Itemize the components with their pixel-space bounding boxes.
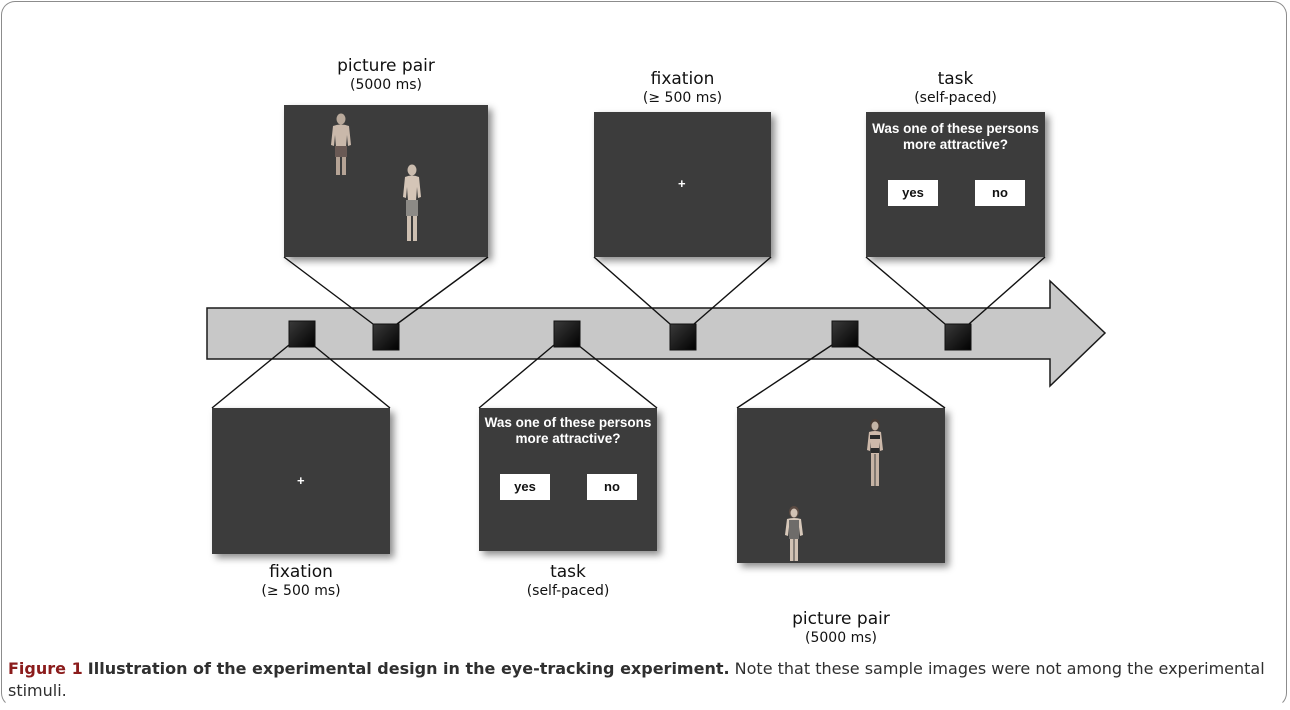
timeline-marker	[553, 320, 581, 348]
screen-duration: (self-paced)	[526, 582, 610, 599]
adult-man-image	[331, 113, 351, 175]
screen-duration: (5000 ms)	[350, 76, 422, 93]
child-girl-image	[785, 506, 803, 561]
label-top-fixation: fixation (≥ 500 ms)	[594, 69, 771, 106]
screen-bottom-picture-pair	[737, 408, 945, 563]
screen-top-fixation: +	[594, 112, 771, 257]
timeline-diagram	[206, 256, 1107, 409]
no-button: no	[975, 180, 1025, 206]
caption-label: Figure 1	[8, 659, 83, 678]
question-text: Was one of these persons more attractive…	[484, 415, 652, 446]
screen-name: picture pair	[792, 609, 890, 629]
label-top-task: task (self-paced)	[866, 69, 1045, 106]
timeline-marker	[944, 323, 972, 351]
child-boy-image	[403, 164, 421, 241]
screen-duration: (self-paced)	[914, 89, 997, 106]
adult-woman-image	[867, 419, 883, 486]
label-bottom-picture-pair: picture pair (5000 ms)	[737, 609, 945, 646]
screen-top-task: Was one of these persons more attractive…	[866, 112, 1045, 257]
screen-name: fixation	[269, 562, 333, 582]
yes-button: yes	[500, 474, 550, 500]
yes-button: yes	[888, 180, 938, 206]
timeline-marker	[288, 320, 316, 348]
figure-caption: Figure 1 Illustration of the experimenta…	[8, 658, 1278, 702]
timeline-arrow	[206, 279, 1107, 388]
screen-name: task	[937, 69, 974, 89]
screen-name: picture pair	[337, 56, 435, 76]
screen-top-picture-pair	[284, 105, 488, 257]
caption-title: Illustration of the experimental design …	[87, 659, 730, 678]
timeline-marker	[669, 323, 697, 351]
no-button: no	[587, 474, 637, 500]
label-bottom-task: task (self-paced)	[479, 562, 657, 599]
caption-text: Note that these sample images were not a…	[8, 659, 1265, 700]
fixation-cross: +	[678, 176, 686, 191]
timeline-marker	[831, 320, 859, 348]
screen-duration: (5000 ms)	[805, 629, 877, 646]
connector-lines	[211, 256, 1046, 409]
screen-bottom-task: Was one of these persons more attractive…	[479, 408, 657, 551]
label-top-picture-pair: picture pair (5000 ms)	[284, 56, 488, 93]
screen-name: task	[550, 562, 586, 582]
fixation-cross: +	[297, 473, 305, 488]
screen-duration: (≥ 500 ms)	[642, 89, 723, 106]
screen-bottom-fixation: +	[212, 408, 390, 554]
timeline-marker	[372, 323, 400, 351]
screen-duration: (≥ 500 ms)	[261, 582, 341, 599]
screen-name: fixation	[650, 69, 715, 89]
question-text: Was one of these persons more attractive…	[872, 121, 1039, 152]
label-bottom-fixation: fixation (≥ 500 ms)	[212, 562, 390, 599]
